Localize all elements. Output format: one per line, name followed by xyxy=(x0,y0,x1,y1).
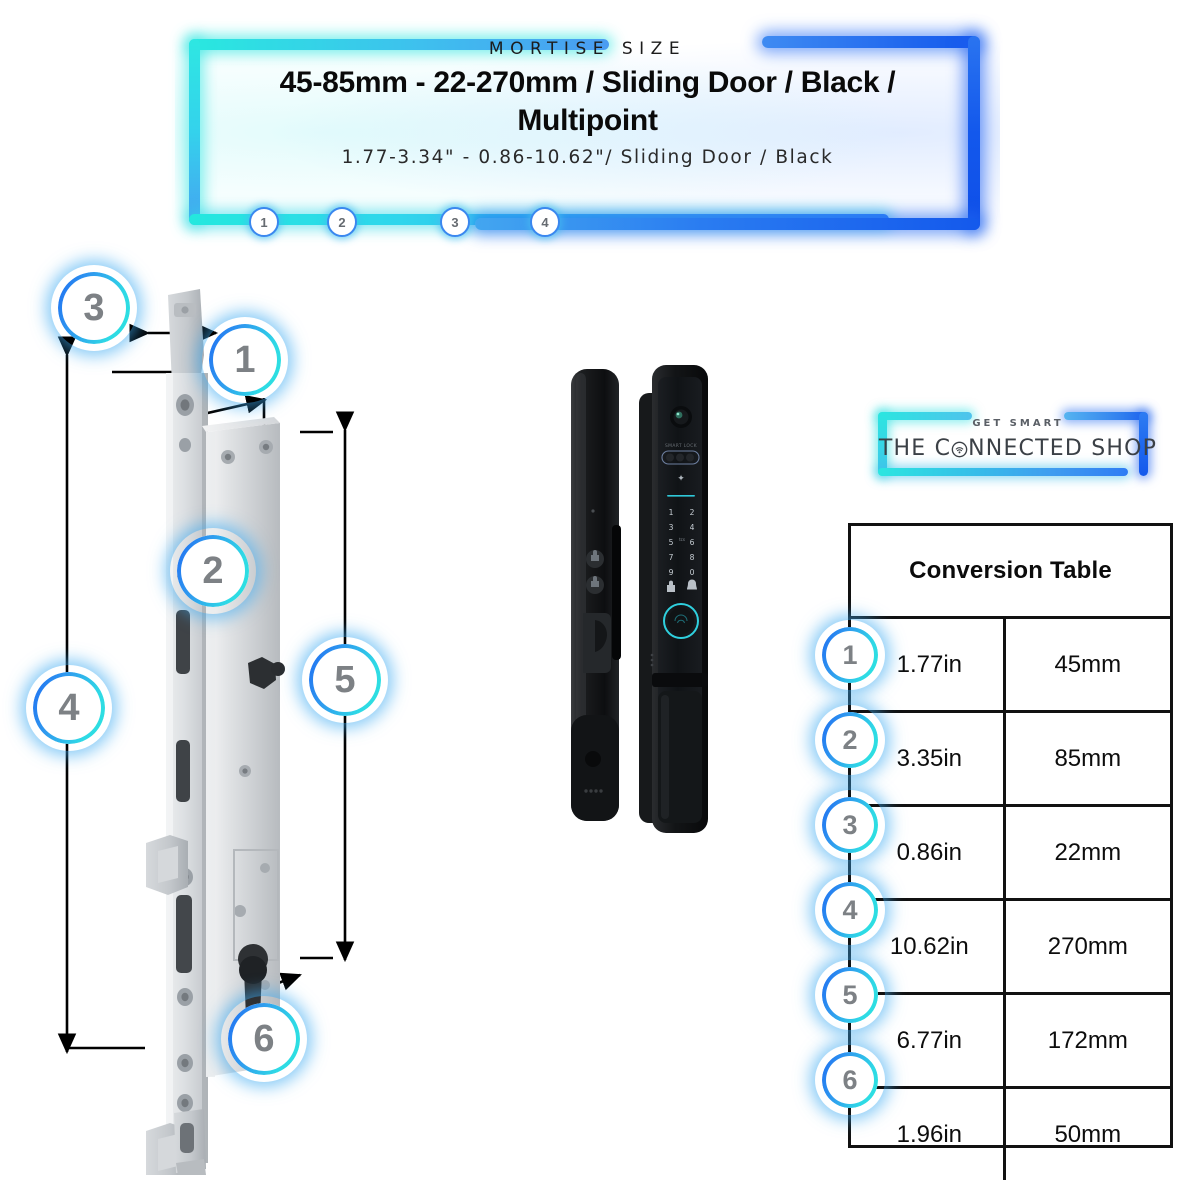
callout-badge-1[interactable]: 1 xyxy=(209,324,281,396)
logo-frame-left-top xyxy=(878,412,972,420)
svg-text:7: 7 xyxy=(669,553,674,562)
cell-mm: 45mm xyxy=(1004,616,1170,712)
cell-mm: 22mm xyxy=(1004,804,1170,900)
header-chip-4[interactable]: 4 xyxy=(530,207,560,237)
cell-mm: 172mm xyxy=(1004,992,1170,1088)
cell-mm: 270mm xyxy=(1004,898,1170,994)
svg-text:4: 4 xyxy=(690,523,695,532)
table-badge-5[interactable]: 5 xyxy=(822,967,878,1023)
svg-text:✦: ✦ xyxy=(677,474,685,484)
logo-wordmark: THE C NNECTED SHOP xyxy=(868,436,1168,461)
logo-name-before: THE C xyxy=(878,436,952,461)
header-chip-2[interactable]: 2 xyxy=(327,207,357,237)
banner-frame-cyan-left xyxy=(189,39,200,225)
smart-lock-image: SMART LOCK ✦ 1 2 3 4 5 6 7 8 9 0 tcs xyxy=(571,365,708,833)
brand-logo[interactable]: GET SMART THE C NNECTED SHOP xyxy=(868,398,1168,490)
callout-badge-2[interactable]: 2 xyxy=(177,535,249,607)
cell-inches: 3.35in xyxy=(851,710,1006,806)
logo-frame-right xyxy=(1139,412,1148,476)
banner-frame-cyan-top xyxy=(189,39,609,50)
svg-text:8: 8 xyxy=(690,553,695,562)
logo-tagline: GET SMART xyxy=(972,418,1064,429)
table-badge-4[interactable]: 4 xyxy=(822,882,878,938)
cell-inches: 1.96in xyxy=(851,1086,1006,1180)
svg-text:6: 6 xyxy=(690,538,695,547)
banner-frame-blue-bottom xyxy=(475,218,980,230)
cell-mm: 85mm xyxy=(1004,710,1170,806)
banner-frame-blue-right xyxy=(968,36,980,230)
wifi-icon xyxy=(951,439,968,458)
svg-text:0: 0 xyxy=(690,568,695,577)
logo-frame-left xyxy=(878,412,887,476)
svg-text:tcs: tcs xyxy=(679,537,685,542)
header-subtitle: 1.77-3.34" - 0.86-10.62"/ Sliding Door /… xyxy=(341,146,834,168)
table-badge-2[interactable]: 2 xyxy=(822,712,878,768)
logo-frame-right-top xyxy=(1064,412,1148,420)
header-chip-3[interactable]: 3 xyxy=(440,207,470,237)
svg-text:SMART LOCK: SMART LOCK xyxy=(665,443,697,449)
table-badge-6[interactable]: 6 xyxy=(822,1052,878,1108)
header-text-group: MORTISE SIZE 45-85mm - 22-270mm / Slidin… xyxy=(230,39,945,168)
svg-text:1: 1 xyxy=(669,508,674,517)
callout-badge-5[interactable]: 5 xyxy=(309,644,381,716)
svg-text:5: 5 xyxy=(669,538,674,547)
cell-inches: 1.77in xyxy=(851,616,1006,712)
page-title: 45-85mm - 22-270mm / Sliding Door / Blac… xyxy=(279,66,896,137)
callout-badge-3[interactable]: 3 xyxy=(58,272,130,344)
callout-badge-6[interactable]: 6 xyxy=(228,1003,300,1075)
logo-frame-bottom xyxy=(878,468,1128,476)
cell-mm: 50mm xyxy=(1004,1086,1170,1180)
svg-text:3: 3 xyxy=(669,523,674,532)
table-title: Conversion Table xyxy=(851,526,1170,619)
svg-text:2: 2 xyxy=(690,508,695,517)
banner-frame-blue-top xyxy=(762,36,980,48)
table-badge-1[interactable]: 1 xyxy=(822,627,878,683)
logo-name-after: NNECTED SHOP xyxy=(968,436,1158,461)
header-chip-1[interactable]: 1 xyxy=(249,207,279,237)
table-badge-3[interactable]: 3 xyxy=(822,797,878,853)
callout-badge-4[interactable]: 4 xyxy=(33,672,105,744)
svg-text:9: 9 xyxy=(669,568,674,577)
header-eyebrow: MORTISE SIZE xyxy=(488,39,687,59)
